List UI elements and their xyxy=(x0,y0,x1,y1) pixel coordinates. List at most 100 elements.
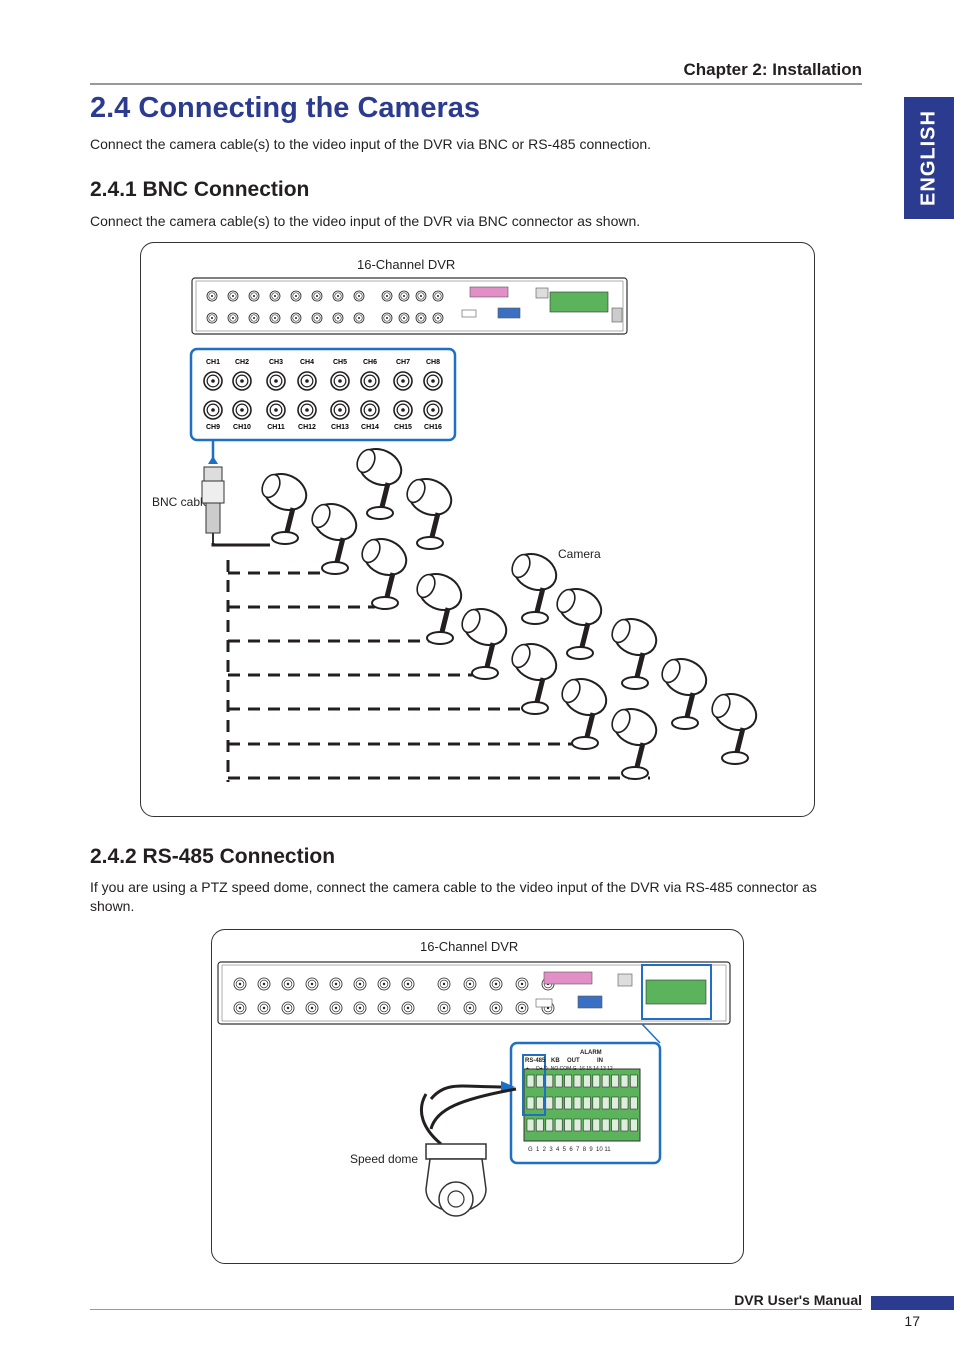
terminal-pin xyxy=(592,1096,601,1110)
mini-bnc xyxy=(281,977,295,991)
terminal-pin xyxy=(630,1096,638,1110)
bnc-heading: 2.4.1 BNC Connection xyxy=(90,178,310,201)
channel-label-bottom: CH15 xyxy=(394,424,412,431)
mini-bnc xyxy=(415,312,427,324)
bnc-connector xyxy=(266,371,286,391)
camera-label: Camera xyxy=(558,547,601,561)
rs485-heading: 2.4.2 RS-485 Connection xyxy=(90,845,336,868)
mini-bnc xyxy=(257,977,271,991)
channel-label-top: CH5 xyxy=(333,359,347,366)
mini-bnc xyxy=(401,977,415,991)
language-tab-label: ENGLISH xyxy=(917,110,940,206)
camera-icon xyxy=(511,643,558,715)
terminal-pin xyxy=(545,1118,554,1132)
camera-icon xyxy=(311,503,358,575)
mini-bnc xyxy=(489,977,503,991)
mini-bnc xyxy=(206,290,218,302)
mini-bnc xyxy=(332,290,344,302)
channel-label-bottom: CH9 xyxy=(206,424,220,431)
terminal-pin xyxy=(526,1118,535,1132)
rs485-text: If you are using a PTZ speed dome, conne… xyxy=(90,879,817,914)
terminal-pin xyxy=(620,1096,629,1110)
chapter-title: Chapter 2: Installation xyxy=(683,60,862,79)
bottom-pin-labels: G 1 2 3 4 5 6 7 8 9 10 11 xyxy=(528,1147,611,1153)
bnc-connector xyxy=(232,400,252,420)
terminal-pin xyxy=(611,1074,619,1088)
terminal-pin xyxy=(620,1074,629,1088)
terminal-pin xyxy=(611,1118,619,1132)
camera-icon xyxy=(361,538,408,610)
mini-bnc xyxy=(281,1001,295,1015)
camera-icon xyxy=(261,473,308,545)
mini-bnc xyxy=(353,977,367,991)
bnc-connector xyxy=(360,400,380,420)
kb-label: KB xyxy=(551,1058,560,1064)
dvr-rear-panel-2 xyxy=(217,961,731,1025)
mini-bnc xyxy=(377,1001,391,1015)
bnc-connector xyxy=(330,371,350,391)
mini-bnc xyxy=(437,1001,451,1015)
bnc-connector xyxy=(232,371,252,391)
footer-rule xyxy=(90,1309,862,1310)
mini-bnc xyxy=(332,312,344,324)
mini-bnc xyxy=(353,312,365,324)
bnc-connector xyxy=(423,371,443,391)
channel-label-top: CH7 xyxy=(396,359,410,366)
out-label: OUT xyxy=(567,1058,580,1064)
terminal-pin xyxy=(554,1096,563,1110)
rs485-dvr-label: 16-Channel DVR xyxy=(420,939,519,954)
mini-bnc xyxy=(415,290,427,302)
mini-bnc xyxy=(329,1001,343,1015)
mini-bnc xyxy=(233,1001,247,1015)
speed-dome xyxy=(425,1143,487,1217)
bnc-connector xyxy=(360,371,380,391)
camera-icon xyxy=(406,478,453,550)
rs485-label: RS-485 xyxy=(525,1058,546,1064)
dvr-rear-panel xyxy=(191,277,628,335)
terminal-pin xyxy=(583,1074,591,1088)
mini-bnc xyxy=(311,312,323,324)
camera-icon xyxy=(611,618,658,690)
footer-accent-bar xyxy=(871,1296,954,1310)
channel-label-top: CH3 xyxy=(269,359,283,366)
bnc-connector xyxy=(203,400,223,420)
mini-bnc xyxy=(305,1001,319,1015)
terminal-pin xyxy=(564,1074,572,1088)
mini-bnc xyxy=(311,290,323,302)
mini-bnc xyxy=(233,977,247,991)
mini-bnc xyxy=(269,312,281,324)
camera-icon xyxy=(556,588,603,660)
terminal-pin xyxy=(592,1118,601,1132)
page-number: 17 xyxy=(904,1313,920,1329)
terminal-pin xyxy=(611,1096,619,1110)
mini-bnc xyxy=(401,1001,415,1015)
terminal-pin xyxy=(564,1118,572,1132)
terminal-pin xyxy=(573,1118,582,1132)
bnc-diagram-panel xyxy=(140,242,815,817)
channel-label-bottom: CH13 xyxy=(331,424,349,431)
channel-label-bottom: CH14 xyxy=(361,424,379,431)
mini-bnc xyxy=(329,977,343,991)
mini-bnc xyxy=(353,1001,367,1015)
mini-bnc xyxy=(353,290,365,302)
terminal-pin xyxy=(536,1118,544,1132)
channel-label-top: CH1 xyxy=(206,359,220,366)
top-pin-labels: + - D+ D- NO COM G 16 15 14 13 12 xyxy=(526,1066,613,1072)
channel-label-top: CH2 xyxy=(235,359,249,366)
mini-bnc xyxy=(227,312,239,324)
alarm-label: ALARM xyxy=(580,1050,602,1056)
mini-bnc xyxy=(227,290,239,302)
bnc-plug xyxy=(201,466,225,543)
bnc-text: Connect the camera cable(s) to the video… xyxy=(90,213,641,229)
bnc-connector xyxy=(423,400,443,420)
camera-icon xyxy=(511,553,558,625)
language-tab: ENGLISH xyxy=(904,97,954,219)
mini-bnc xyxy=(269,290,281,302)
bnc-connector xyxy=(393,371,413,391)
terminal-pin xyxy=(545,1096,554,1110)
mini-bnc xyxy=(381,312,393,324)
bnc-dvr-label: 16-Channel DVR xyxy=(357,257,456,272)
in-label: IN xyxy=(597,1058,603,1064)
